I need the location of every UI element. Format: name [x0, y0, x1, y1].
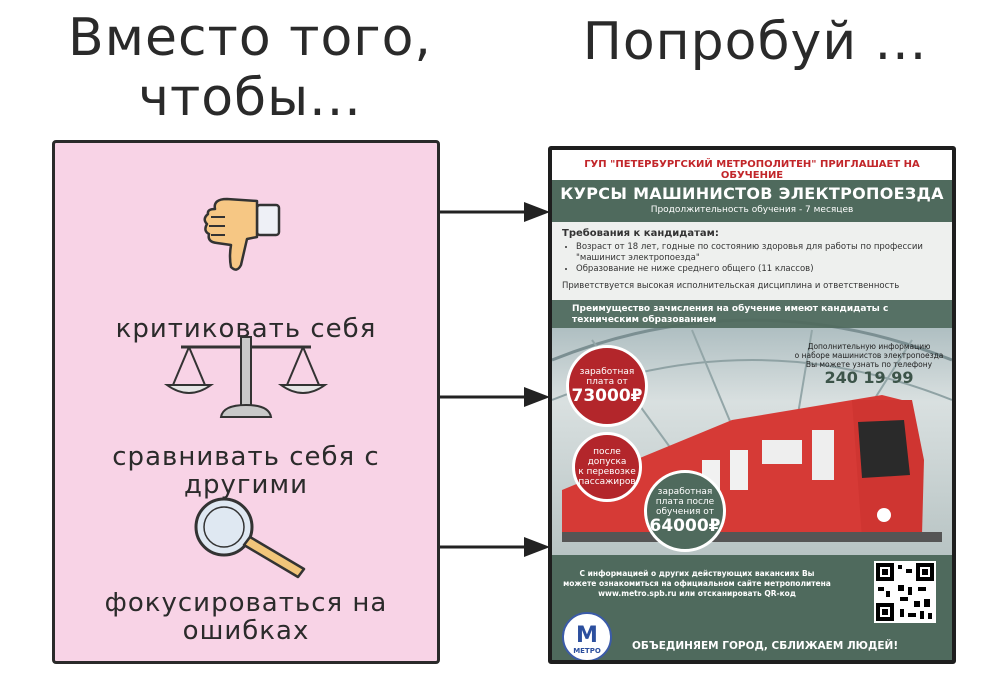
poster-footer: М МЕТРО ОБЪЕДИНЯЕМ ГОРОД, СБЛИЖАЕМ ЛЮДЕЙ… — [552, 612, 952, 660]
label-focus-line2: ошибках — [182, 616, 310, 646]
poster-title: КУРСЫ МАШИНИСТОВ ЭЛЕКТРОПОЕЗДА — [560, 184, 944, 203]
left-heading-line1: Вместо того, — [68, 8, 432, 68]
train-photo — [552, 300, 952, 555]
label-compare-line2: другими — [184, 470, 308, 500]
metro-logo-letter: М — [576, 623, 598, 648]
left-heading: Вместо того, чтобы... — [0, 8, 500, 128]
qr-code-icon[interactable] — [874, 561, 936, 623]
requirement-item: Возраст от 18 лет, годные по состоянию з… — [576, 242, 948, 264]
badge2-line1: после допуска — [587, 447, 627, 467]
badge3-line3: обучения от — [656, 506, 714, 517]
badge3-amount: 64000₽ — [649, 515, 721, 536]
thumbs-down-icon — [55, 187, 437, 277]
poster-top-line: ГУП "ПЕТЕРБУРГСКИЙ МЕТРОПОЛИТЕН" ПРИГЛАШ… — [584, 159, 920, 181]
train-illustration — [552, 318, 952, 542]
badge-salary-73000: заработная плата от 73000₽ — [566, 345, 648, 427]
poster-advantage: Преимущество зачисления на обучение имею… — [552, 300, 952, 328]
requirements-title: Требования к кандидатам: — [562, 228, 719, 239]
poster-duration: Продолжительность обучения - 7 месяцев — [650, 205, 854, 215]
badge-after-admission: после допуска к перевозке пассажиров — [572, 432, 642, 502]
info-line2: о наборе машинистов электропоезда — [794, 351, 944, 360]
badge-salary-64000: заработная плата после обучения от 64000… — [644, 470, 726, 552]
arrow-3 — [440, 537, 550, 557]
right-heading: Попробуй ... — [582, 12, 928, 72]
item-compare: сравнивать себя с другими — [55, 331, 437, 499]
arrow-2 — [440, 387, 550, 407]
label-compare-line1: сравнивать себя с — [112, 442, 380, 472]
scales-icon — [55, 331, 437, 421]
badge1-line1: заработная — [579, 366, 635, 377]
magnifying-glass-icon — [55, 495, 437, 585]
poster-welcome: Приветствуется высокая исполнительская д… — [562, 281, 900, 291]
poster-title-band: КУРСЫ МАШИНИСТОВ ЭЛЕКТРОПОЕЗДА Продолжит… — [552, 180, 952, 222]
poster-top: ГУП "ПЕТЕРБУРГСКИЙ МЕТРОПОЛИТЕН" ПРИГЛАШ… — [552, 150, 952, 181]
left-panel: критиковать себя сравнивать себя с други… — [52, 140, 440, 664]
arrow-1 — [440, 202, 550, 222]
label-focus-line1: фокусироваться на — [104, 588, 388, 618]
poster-info: Дополнительную информацию о наборе машин… — [794, 342, 944, 387]
poster-bottom-message: С информацией о других действующих вакан… — [563, 569, 831, 598]
badge3-line2: плата после — [655, 496, 715, 507]
requirement-item: Образование не ниже среднего общего (11 … — [576, 264, 948, 275]
info-line3: Вы можете узнать по телефону — [805, 360, 933, 369]
info-phone: 240 19 99 — [824, 368, 914, 387]
metro-logo: М МЕТРО — [562, 612, 612, 660]
badge2-line3: пассажиров — [578, 477, 636, 487]
poster-requirements: Требования к кандидатам: Возраст от 18 л… — [562, 228, 948, 292]
badge1-amount: 73000₽ — [571, 385, 643, 406]
item-criticize: критиковать себя — [55, 187, 437, 343]
badge3-line1: заработная — [657, 486, 713, 497]
badge1-line2: плата от — [586, 376, 628, 387]
metro-logo-text: МЕТРО — [573, 647, 601, 655]
poster-bottom: С информацией о других действующих вакан… — [552, 555, 952, 660]
poster-slogan: ОБЪЕДИНЯЕМ ГОРОД, СБЛИЖАЕМ ЛЮДЕЙ! — [632, 640, 899, 652]
badge2-line2: к перевозке — [578, 467, 636, 477]
poster: ГУП "ПЕТЕРБУРГСКИЙ МЕТРОПОЛИТЕН" ПРИГЛАШ… — [548, 146, 956, 664]
item-focus: фокусироваться на ошибках — [55, 495, 437, 645]
left-heading-line2: чтобы... — [138, 68, 362, 128]
info-line1: Дополнительную информацию — [807, 342, 931, 351]
